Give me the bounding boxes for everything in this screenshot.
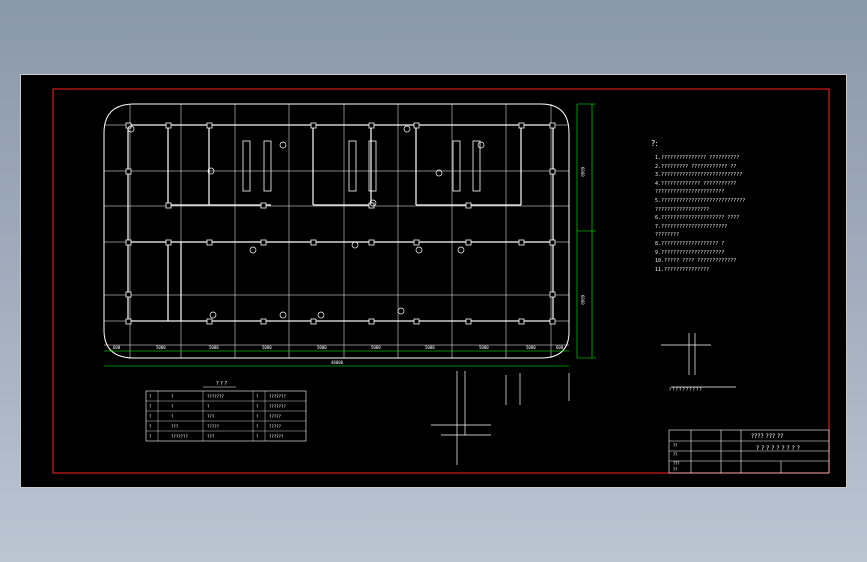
legend-cell: ? xyxy=(149,394,152,399)
legend-cell: ? xyxy=(171,404,174,409)
legend-cell: ????? xyxy=(269,424,282,429)
legend-cell: ????? xyxy=(207,424,220,429)
junction-nodes xyxy=(125,122,556,325)
title-block-project: ???? ??? ?? xyxy=(751,433,783,440)
dimension-bottom-4: 5000 xyxy=(262,345,272,350)
dimension-bottom-6: 5000 xyxy=(371,345,381,350)
detail-sections xyxy=(431,333,736,465)
note-line: ???????? xyxy=(655,232,680,239)
wiring-runs xyxy=(127,124,554,322)
drawing-viewport[interactable]: 600 5000 5000 5000 5000 5000 5000 5000 5… xyxy=(20,74,847,488)
legend-cell: ? xyxy=(256,424,259,429)
dimension-bottom-8: 5000 xyxy=(479,345,489,350)
note-line: 6.????????????????????? ???? xyxy=(655,215,740,222)
legend-cell: ????? xyxy=(269,414,282,419)
cad-drawing: 600 5000 5000 5000 5000 5000 5000 5000 5… xyxy=(52,88,830,474)
notes-title: ?: xyxy=(651,139,658,148)
note-line: ??????????????????????? xyxy=(655,189,725,196)
dimension-bottom-3: 5000 xyxy=(209,345,219,350)
title-block-row-4: ?? xyxy=(673,467,677,472)
dimension-right-2: 6000 xyxy=(580,295,585,305)
section-caption: ? ? ? ? ? ? ? ? ? ? xyxy=(669,387,702,392)
note-line: 5.???????????????????????????? xyxy=(655,198,746,204)
legend-cell: ? xyxy=(256,394,259,399)
legend-cell: ? xyxy=(149,414,152,419)
dimension-bottom-2: 5000 xyxy=(156,345,166,350)
legend-cell: ??????? xyxy=(207,394,224,399)
plan-outline xyxy=(103,103,570,359)
title-block xyxy=(668,429,830,474)
note-line: 1.??????????????? ?????????? xyxy=(655,155,740,161)
grid-lines xyxy=(104,104,569,358)
legend-cell: ? xyxy=(149,424,152,429)
legend-title: ? ? ? xyxy=(216,381,227,387)
note-line: ?????????????????? xyxy=(655,206,710,213)
dimension-bottom-7: 5000 xyxy=(425,345,435,350)
outlet-symbols xyxy=(127,125,485,319)
note-line: 8.??????????????????? ? xyxy=(655,241,725,247)
note-line: 3.??????????????????????????? xyxy=(655,172,743,179)
note-line: 11.??????????????? xyxy=(655,266,710,273)
dimension-bottom-9: 5000 xyxy=(526,345,536,350)
legend-cell: ? xyxy=(149,434,152,439)
legend-cell: ?????? xyxy=(269,434,284,439)
legend-cell: ? xyxy=(256,414,259,419)
legend-cell: ??? xyxy=(207,414,215,419)
dimension-lines xyxy=(104,103,596,367)
fixtures xyxy=(242,140,481,192)
legend-cell: ? xyxy=(207,404,210,409)
note-line: 4.????????????? ??????????? xyxy=(655,180,737,187)
legend-table: ? ? ? ??????????????????????????????????… xyxy=(145,381,307,442)
title-block-sheet-title: ? ? ? ? ? ? ? ? ? xyxy=(756,445,800,452)
title-block-row-2: ?? xyxy=(673,452,677,457)
dimension-bottom-5: 5000 xyxy=(317,345,327,350)
dimension-right-1: 6000 xyxy=(580,167,585,177)
dimension-total: 40000 xyxy=(331,360,344,365)
legend-cell: ??? xyxy=(207,434,215,439)
legend-cell: ??????? xyxy=(171,434,188,439)
note-line: 9.????????????????????? xyxy=(655,249,725,256)
legend-cell: ? xyxy=(171,394,174,399)
legend-cell: ??? xyxy=(171,424,179,429)
legend-cell: ? xyxy=(171,414,174,419)
legend-cell: ? xyxy=(256,404,259,409)
legend-cell: ? xyxy=(149,404,152,409)
note-line: 10.????? ???? ????????????? xyxy=(655,258,737,265)
dimension-bottom-1: 600 xyxy=(113,345,121,350)
note-line: 2.????????? ???????????? ?? xyxy=(655,163,737,170)
legend-cell: ? xyxy=(256,434,259,439)
note-line: 7.?????????????????????? xyxy=(655,223,728,230)
legend-cell: ??????? xyxy=(269,394,286,399)
dimension-bottom-10: 600 xyxy=(556,345,564,350)
title-block-row-1: ?? xyxy=(673,443,677,448)
title-block-row-3: ??? xyxy=(673,461,679,466)
sheet-border xyxy=(52,88,830,474)
legend-cell: ??????? xyxy=(269,404,286,409)
